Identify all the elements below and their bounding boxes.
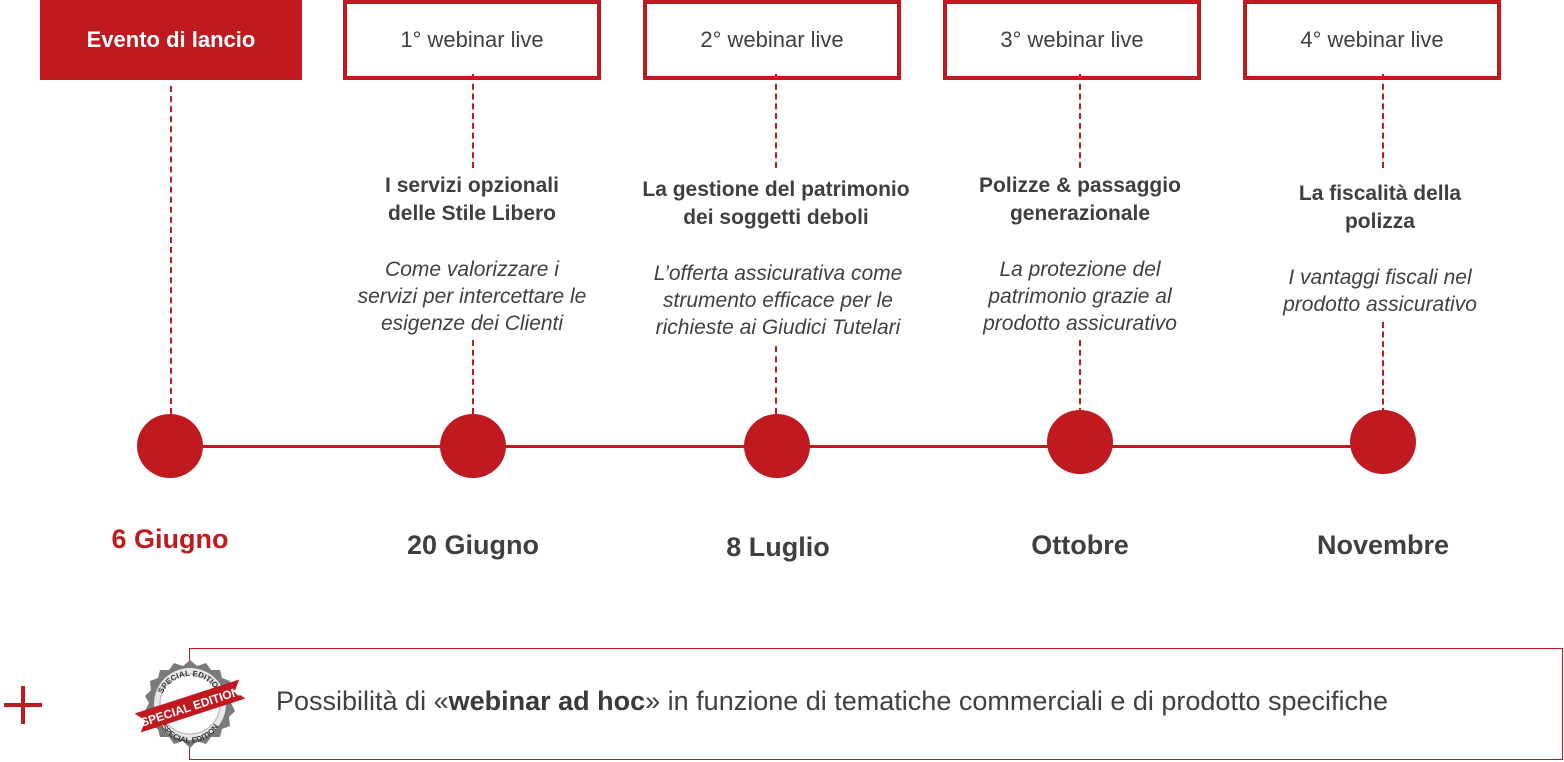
webinar-3-title: Polizze & passaggio generazionale [979, 174, 1181, 225]
launch-event-box: Evento di lancio [40, 0, 302, 80]
timeline-node-webinar-1 [440, 414, 506, 478]
ad-hoc-note-text: Possibilità di «webinar ad hoc» in funzi… [276, 686, 1388, 717]
date-webinar-1: 20 Giugno [406, 530, 539, 560]
webinar-2-subtitle: L’offerta assicurativa come strumento ef… [653, 262, 903, 339]
date-launch: 6 Giugno [111, 524, 229, 554]
timeline-node-webinar-4 [1350, 410, 1416, 474]
plus-icon [4, 686, 42, 724]
timeline-node-webinar-3 [1047, 410, 1113, 474]
note-prefix: Possibilità di « [276, 686, 449, 716]
webinar-3-subtitle: La protezione del patrimonio grazie al p… [983, 258, 1177, 335]
connector-webinar-4-bottom [1382, 322, 1384, 414]
date-webinar-4: Novembre [1316, 530, 1450, 560]
connector-launch [170, 86, 172, 414]
webinar-4-title: La fiscalità della polizza [1298, 182, 1462, 233]
connector-webinar-2-top [775, 74, 777, 168]
connector-webinar-4-top [1382, 74, 1384, 168]
timeline-node-webinar-2 [744, 414, 810, 478]
timeline-node-launch [137, 414, 203, 478]
webinar-1-title: I servizi opzionali delle Stile Libero [385, 174, 559, 225]
webinar-2-title: La gestione del patrimonio dei soggetti … [642, 178, 910, 229]
date-webinar-3: Ottobre [1031, 530, 1129, 560]
connector-webinar-1-top [472, 74, 474, 168]
note-bold: webinar ad hoc [448, 686, 646, 716]
special-edition-badge-icon: SPECIAL EDITION SPECIAL EDITION SPECIAL … [134, 660, 246, 748]
date-webinar-2: 8 Luglio [726, 532, 830, 562]
connector-webinar-3-top [1079, 74, 1081, 168]
note-suffix: » in funzione di tematiche commerciali e… [645, 686, 1389, 716]
webinar-4-subtitle: I vantaggi fiscali nel prodotto assicura… [1283, 266, 1477, 316]
webinar-1-box: 1° webinar live [343, 0, 601, 80]
webinar-4-box: 4° webinar live [1243, 0, 1501, 80]
webinar-3-box: 3° webinar live [943, 0, 1201, 80]
connector-webinar-1-bottom [472, 340, 474, 414]
webinar-1-subtitle: Come valorizzare i servizi per intercett… [357, 258, 587, 335]
connector-webinar-2-bottom [775, 346, 777, 414]
webinar-2-box: 2° webinar live [643, 0, 901, 80]
connector-webinar-3-bottom [1079, 340, 1081, 414]
